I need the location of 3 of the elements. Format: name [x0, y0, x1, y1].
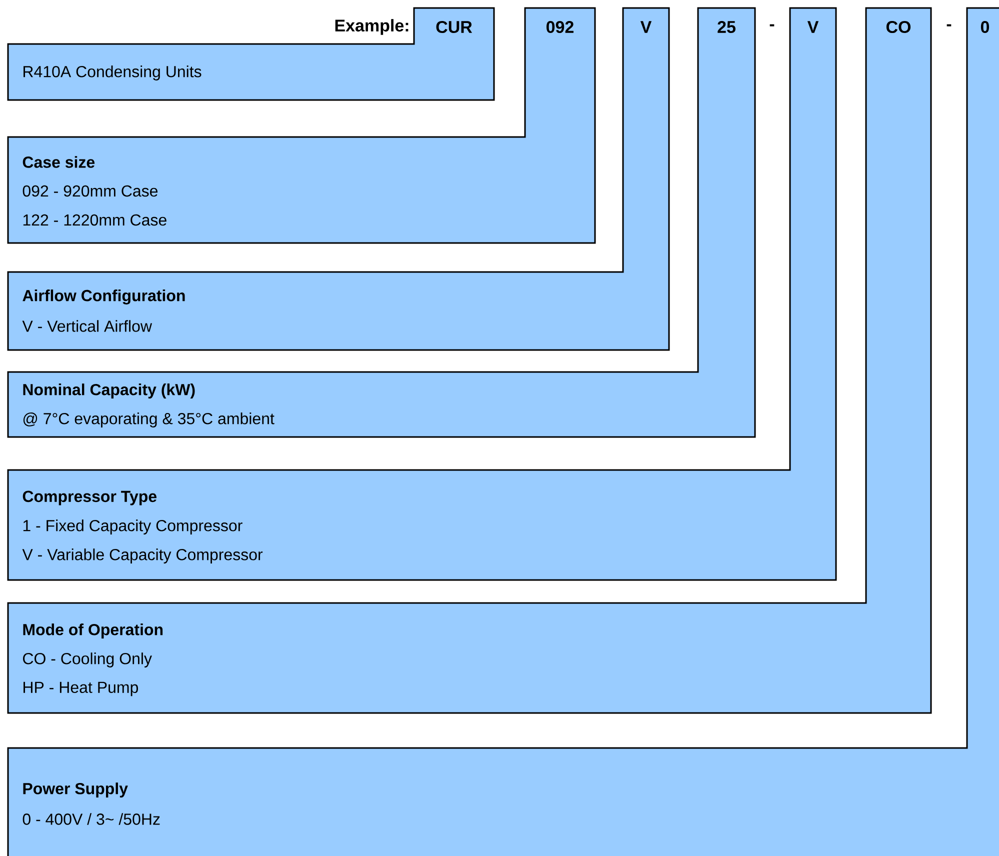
example-label: Example: — [335, 19, 408, 35]
separator-dash: - — [770, 24, 774, 26]
separator-dash: - — [946, 24, 952, 26]
